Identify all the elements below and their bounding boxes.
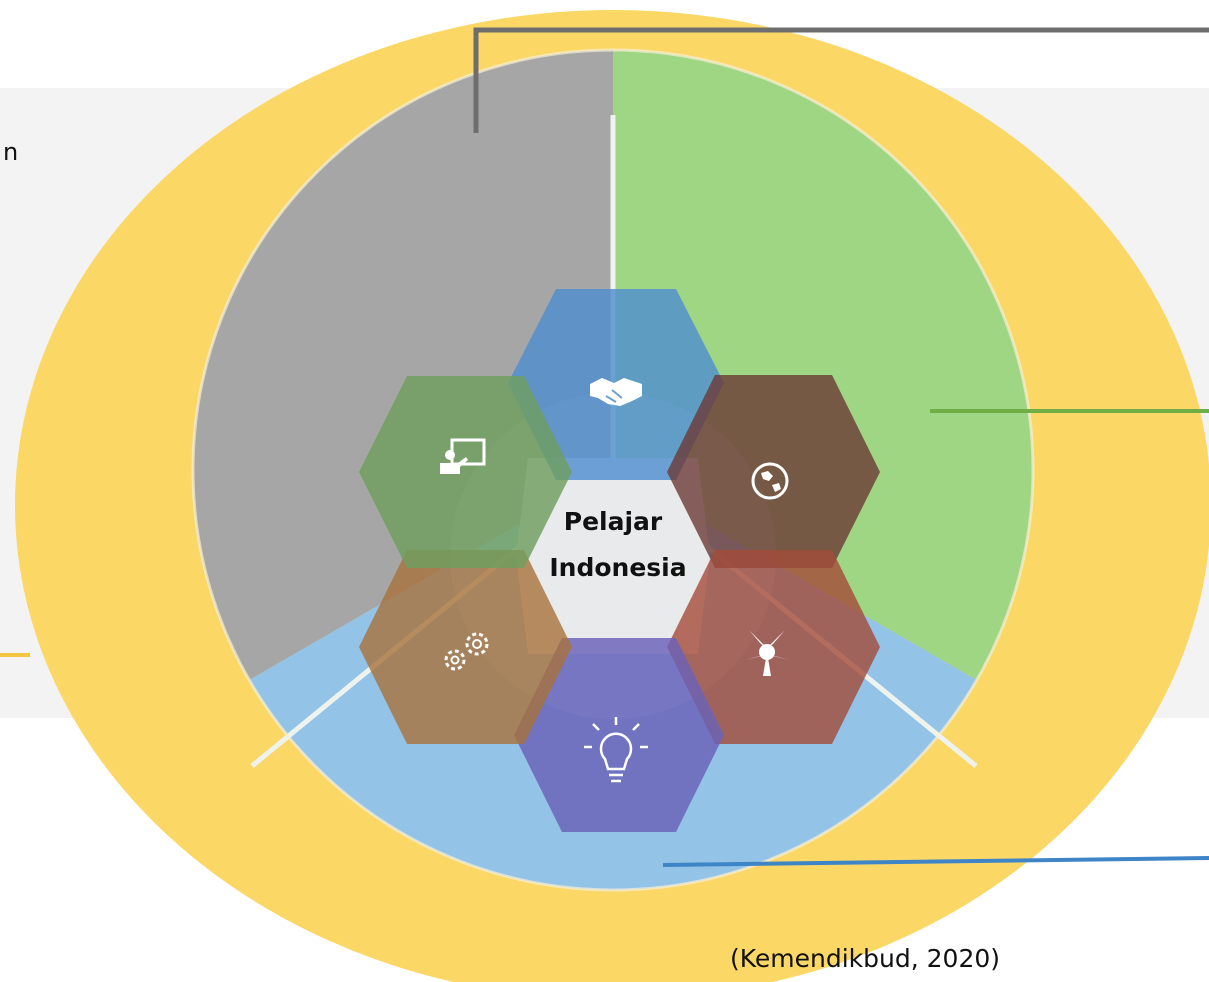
source-citation: (Kemendikbud, 2020) xyxy=(730,944,1000,973)
lightbulb-icon xyxy=(584,717,648,783)
inner-circle-outline xyxy=(191,48,1035,892)
hex-collaboration[interactable] xyxy=(667,550,880,744)
connector-gray xyxy=(473,27,1209,133)
handshake-icon xyxy=(590,378,642,406)
globe-icon xyxy=(751,462,789,500)
collaboration-icon xyxy=(745,630,789,676)
hex-globe[interactable] xyxy=(667,375,880,568)
center-label-line1: Pelajar xyxy=(564,507,663,536)
center-label-line2: Indonesia xyxy=(549,553,686,582)
teacher-board-icon xyxy=(440,438,486,474)
connector-blue xyxy=(662,856,1209,867)
hexagon-ring xyxy=(359,289,880,832)
center-hexagon xyxy=(516,458,710,654)
gears-icon xyxy=(444,632,489,671)
cropped-text-fragment: n xyxy=(3,138,18,166)
hex-gears[interactable] xyxy=(359,550,572,744)
hex-teacher[interactable] xyxy=(359,376,572,568)
